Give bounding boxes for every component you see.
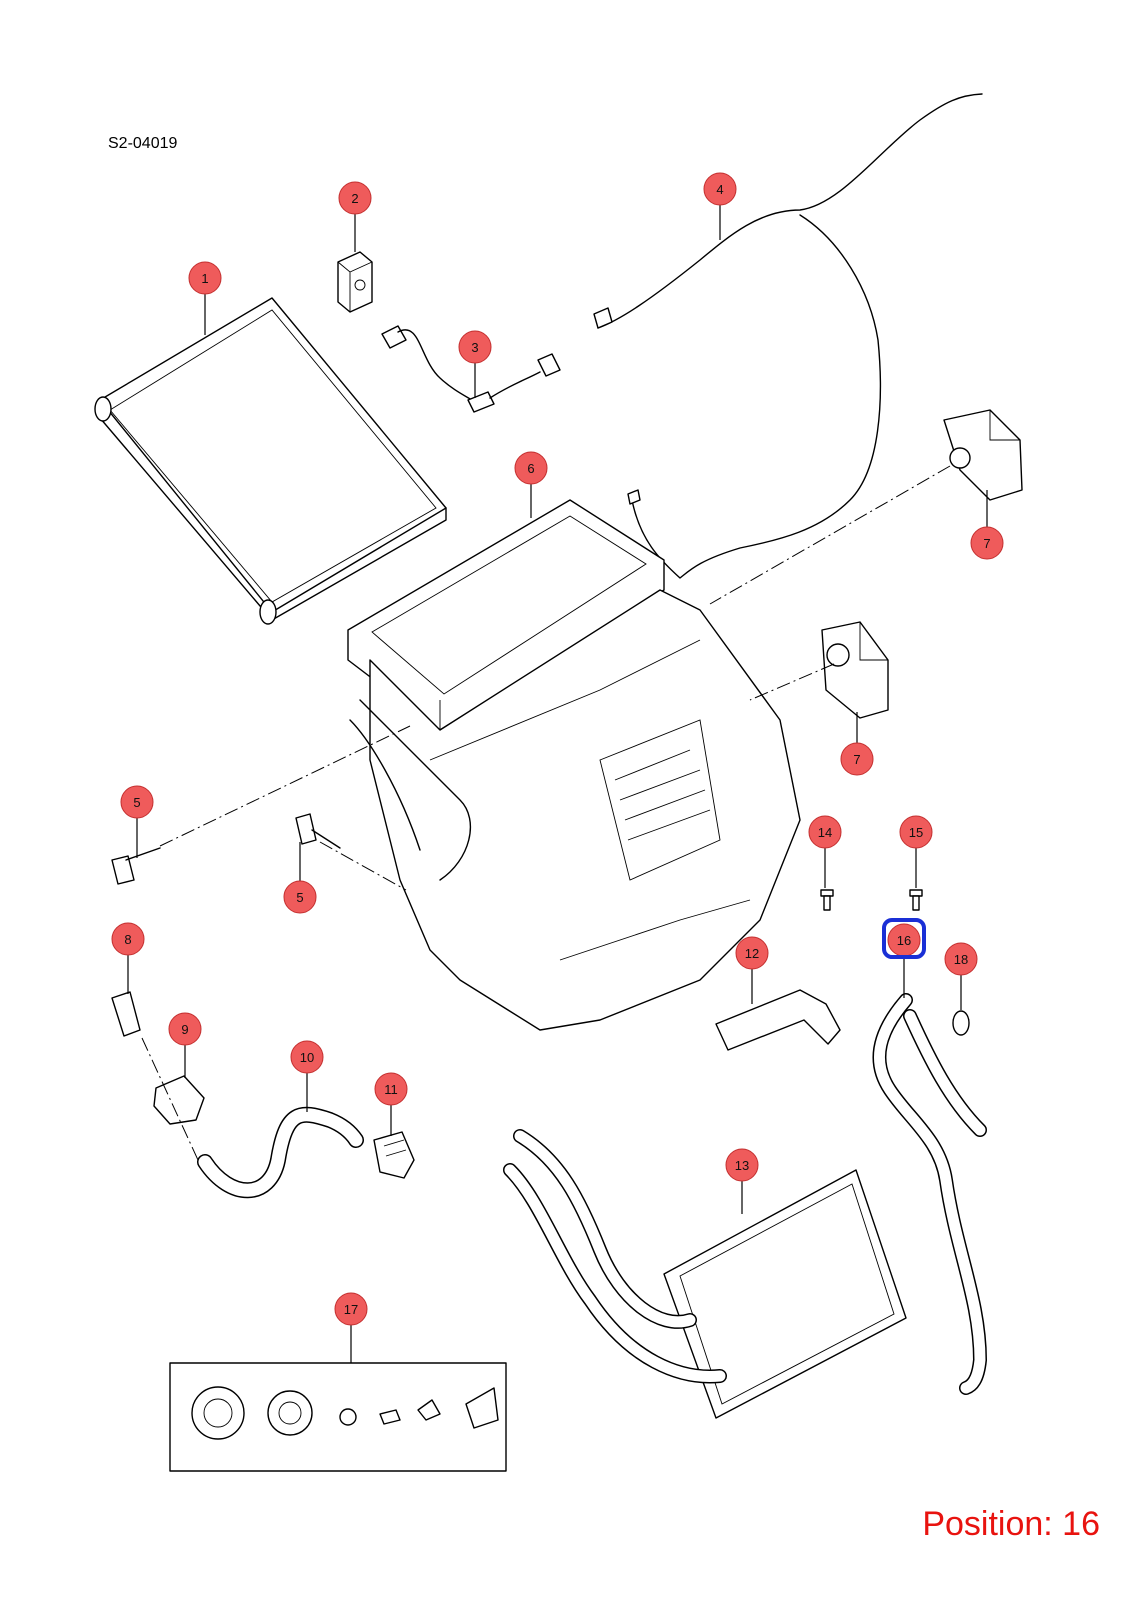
callout-11[interactable]: 11: [374, 1072, 408, 1106]
part-18-plug[interactable]: [952, 1010, 970, 1036]
part-7-actuator-lower[interactable]: [821, 621, 889, 719]
part-5-sensor-center[interactable]: [295, 813, 341, 849]
svg-text:10: 10: [300, 1050, 314, 1065]
part-14-screw[interactable]: [820, 889, 834, 911]
svg-text:16: 16: [897, 933, 911, 948]
callouts: 1 2 3 4 5 5 6 7 7 8 9 10 11 12 13 14 15 …: [111, 172, 1004, 1326]
part-7-actuator-upper[interactable]: [943, 409, 1023, 501]
part-5-sensor-left[interactable]: [111, 847, 161, 885]
callout-8[interactable]: 8: [111, 922, 145, 956]
part-4-harness[interactable]: [593, 93, 983, 579]
svg-text:11: 11: [384, 1082, 398, 1097]
callout-3[interactable]: 3: [458, 330, 492, 364]
diagram-code: S2-04019: [108, 135, 177, 152]
callout-4[interactable]: 4: [703, 172, 737, 206]
svg-text:12: 12: [745, 946, 759, 961]
callout-14[interactable]: 14: [808, 815, 842, 849]
callout-1[interactable]: 1: [188, 261, 222, 295]
callout-17[interactable]: 17: [334, 1292, 368, 1326]
svg-text:7: 7: [983, 536, 990, 551]
svg-text:2: 2: [351, 191, 358, 206]
part-6-hvac-housing[interactable]: [347, 499, 801, 1031]
svg-text:5: 5: [133, 795, 140, 810]
svg-text:17: 17: [344, 1302, 358, 1317]
callout-7-lower[interactable]: 7: [840, 742, 874, 776]
svg-text:15: 15: [909, 825, 923, 840]
callout-18[interactable]: 18: [944, 942, 978, 976]
position-label: Position: 16: [922, 1505, 1100, 1543]
svg-text:18: 18: [954, 952, 968, 967]
svg-text:13: 13: [735, 1158, 749, 1173]
dashed-lines: [141, 465, 951, 1161]
svg-text:4: 4: [716, 182, 723, 197]
part-9-connector[interactable]: [153, 1075, 205, 1125]
leader-lines: [127, 204, 988, 1363]
callout-7-upper[interactable]: 7: [970, 526, 1004, 560]
part-13-heater-core[interactable]: [503, 1129, 907, 1419]
callout-5-left[interactable]: 5: [120, 785, 154, 819]
callout-9[interactable]: 9: [168, 1012, 202, 1046]
callout-2[interactable]: 2: [338, 181, 372, 215]
callout-13[interactable]: 13: [725, 1148, 759, 1182]
part-10-hose[interactable]: [197, 1106, 364, 1199]
part-11-connector[interactable]: [373, 1131, 415, 1179]
part-15-screw[interactable]: [909, 889, 923, 911]
part-3-sensor[interactable]: [381, 325, 561, 413]
part-2-clip[interactable]: [337, 251, 373, 313]
callout-6[interactable]: 6: [514, 451, 548, 485]
part-1-filter[interactable]: [94, 297, 447, 625]
part-12-bracket[interactable]: [715, 989, 841, 1051]
part-16-hose[interactable]: [872, 993, 987, 1395]
svg-text:9: 9: [181, 1022, 188, 1037]
svg-text:3: 3: [471, 340, 478, 355]
svg-text:8: 8: [124, 932, 131, 947]
svg-text:14: 14: [818, 825, 832, 840]
svg-text:1: 1: [201, 271, 208, 286]
svg-text:5: 5: [296, 890, 303, 905]
svg-text:6: 6: [527, 461, 534, 476]
callout-10[interactable]: 10: [290, 1040, 324, 1074]
part-17-kit-box[interactable]: [169, 1362, 507, 1472]
callout-12[interactable]: 12: [735, 936, 769, 970]
part-8-duct-piece[interactable]: [111, 991, 141, 1037]
svg-text:7: 7: [853, 752, 860, 767]
callout-5-center[interactable]: 5: [283, 880, 317, 914]
callout-15[interactable]: 15: [899, 815, 933, 849]
callout-16[interactable]: 16: [882, 918, 926, 959]
